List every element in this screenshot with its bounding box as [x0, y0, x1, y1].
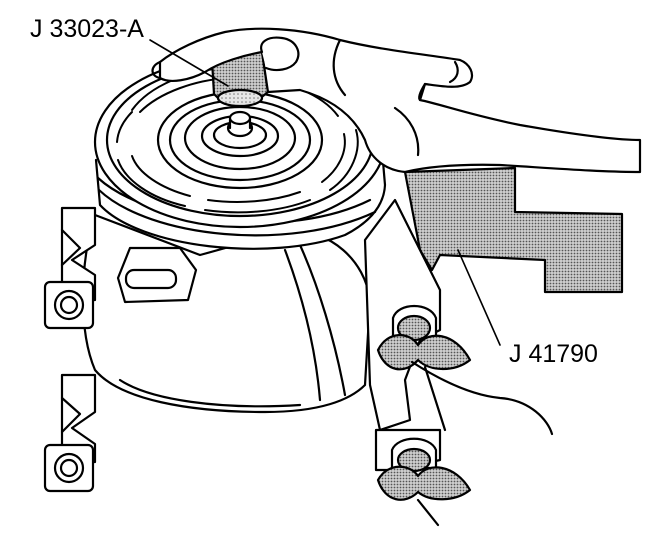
- callout-j33023a: J 33023-A: [30, 15, 144, 43]
- bracket-j41790: [403, 166, 624, 294]
- leader-j41790: [457, 249, 501, 346]
- callout-j41790: J 41790: [509, 340, 598, 368]
- bolt-lower: [376, 437, 472, 527]
- leader-j33023a: [149, 39, 229, 87]
- bolt-upper: [376, 305, 554, 436]
